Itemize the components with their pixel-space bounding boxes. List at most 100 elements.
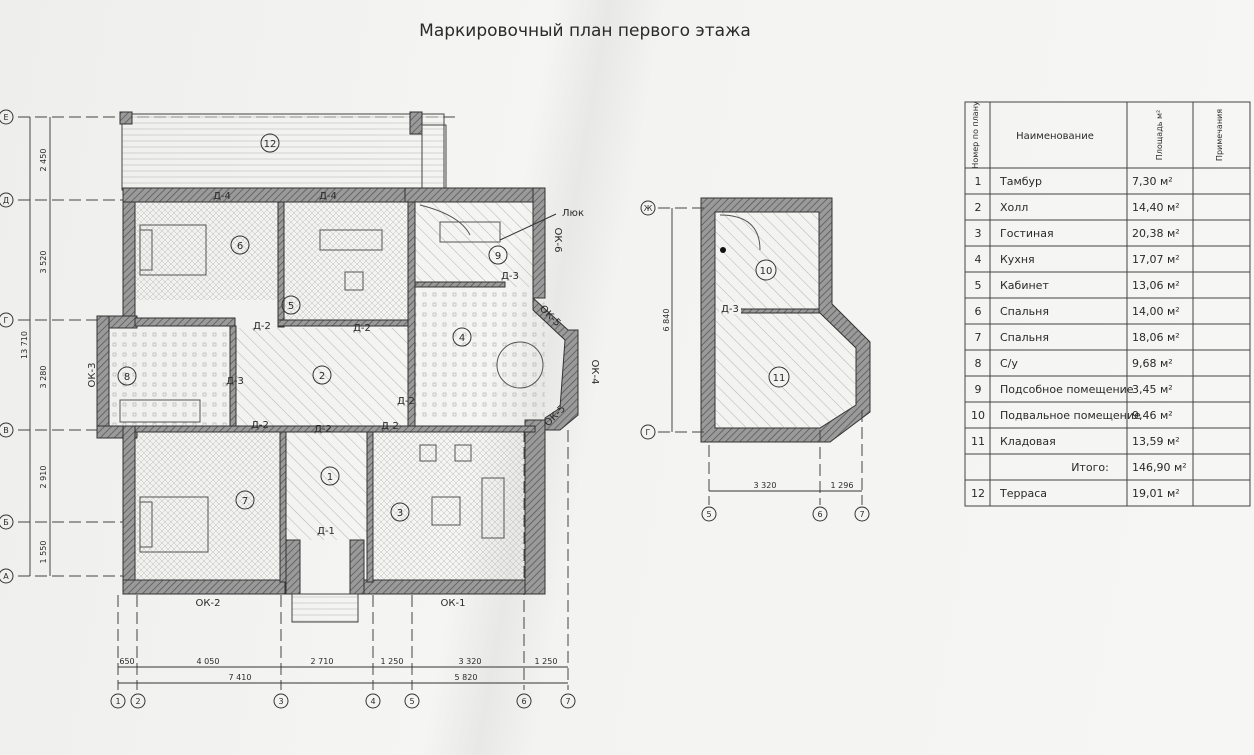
- svg-text:ОК-1: ОК-1: [441, 598, 466, 609]
- table-cell-number: 10: [971, 409, 985, 422]
- table-cell-number: 3: [975, 227, 982, 240]
- svg-text:3: 3: [278, 697, 283, 706]
- table-cell-name: Кабинет: [1000, 279, 1049, 292]
- table-cell-area: 14,40 м²: [1132, 201, 1180, 214]
- table-cell-number: 5: [975, 279, 982, 292]
- table-cell-number: 7: [975, 331, 982, 344]
- svg-text:6: 6: [817, 510, 822, 519]
- svg-text:ОК-6: ОК-6: [552, 228, 563, 253]
- dim-text: 1 550: [39, 541, 48, 564]
- svg-text:Д-2: Д-2: [381, 421, 399, 432]
- svg-text:Д-2: Д-2: [314, 424, 332, 435]
- svg-text:1 250: 1 250: [535, 657, 558, 666]
- table-cell-name: Подвальное помещение: [1000, 409, 1141, 422]
- svg-text:Д-1: Д-1: [317, 526, 335, 537]
- svg-text:3 320: 3 320: [754, 481, 777, 490]
- room-number-3: 3: [397, 508, 403, 519]
- svg-text:В: В: [3, 426, 9, 435]
- table-cell-area: 13,59 м²: [1132, 435, 1180, 448]
- table-cell-name: Гостиная: [1000, 227, 1054, 240]
- header-number: Номер по плану: [971, 101, 980, 169]
- dim-text: 2 450: [39, 149, 48, 172]
- room-number-7: 7: [242, 496, 248, 507]
- table-cell-area: 9,46 м²: [1132, 409, 1173, 422]
- left-dimensions: 2 450 3 520 3 280 2 910 1 550 13 710: [20, 117, 51, 576]
- svg-text:1: 1: [115, 697, 120, 706]
- room-number-5: 5: [288, 301, 294, 312]
- row-axis-markers: Е Д Г В Б А: [0, 109, 14, 584]
- table-cell-name: Подсобное помещение: [1000, 383, 1134, 396]
- table-cell-name: Спальня: [1000, 331, 1049, 344]
- room-number-6: 6: [237, 241, 243, 252]
- table-cell-area: 13,06 м²: [1132, 279, 1180, 292]
- svg-text:6 840: 6 840: [662, 309, 671, 332]
- table-cell-area: 20,38 м²: [1132, 227, 1180, 240]
- room-number-8: 8: [124, 372, 130, 383]
- svg-text:3 320: 3 320: [459, 657, 482, 666]
- svg-text:7 410: 7 410: [229, 673, 252, 682]
- hatch-label: Люк: [562, 208, 584, 219]
- table-cell-name: Холл: [1000, 201, 1028, 214]
- svg-text:Д-3: Д-3: [226, 376, 244, 387]
- dim-text: 3 520: [39, 251, 48, 274]
- table-cell-name: Кладовая: [1000, 435, 1056, 448]
- walls: [96, 187, 579, 623]
- dim-total: 13 710: [20, 331, 29, 359]
- svg-text:ОК-4: ОК-4: [589, 360, 600, 385]
- svg-text:Б: Б: [3, 518, 9, 527]
- svg-text:5: 5: [706, 510, 711, 519]
- basement-plan: 6 840 3 320 1 296 Ж Г 5 6 7: [640, 197, 871, 522]
- table-cell-name: Тамбур: [999, 175, 1042, 188]
- svg-text:Д-2: Д-2: [251, 420, 269, 431]
- svg-text:Г: Г: [4, 316, 9, 325]
- table-cell-area: 19,01 м²: [1132, 487, 1180, 500]
- basement-door-label: Д-3: [721, 304, 739, 315]
- table-cell-name: Спальня: [1000, 305, 1049, 318]
- svg-text:Д: Д: [3, 196, 9, 205]
- header-notes: Примечания: [1215, 109, 1224, 161]
- table-cell-name: Терраса: [999, 487, 1047, 500]
- svg-text:2: 2: [135, 697, 140, 706]
- table-cell-area: 17,07 м²: [1132, 253, 1180, 266]
- table-cell-name: Кухня: [1000, 253, 1035, 266]
- header-name: Наименование: [1016, 131, 1094, 142]
- room-number-markers: 1 2 3 4 5 6 7 8 9 10 11 12: [117, 133, 790, 522]
- svg-text:Е: Е: [3, 113, 8, 122]
- room-floors: [112, 202, 545, 580]
- table-cell-number: 9: [975, 383, 982, 396]
- svg-text:Ж: Ж: [644, 204, 653, 213]
- table-cell-area: 146,90 м²: [1132, 461, 1187, 474]
- table-cell-number: 1: [975, 175, 982, 188]
- room-number-12: 12: [264, 139, 277, 150]
- table-cell-area: 14,00 м²: [1132, 305, 1180, 318]
- svg-text:1 250: 1 250: [381, 657, 404, 666]
- svg-text:4 050: 4 050: [197, 657, 220, 666]
- plan-title: Маркировочный план первого этажа: [419, 21, 751, 41]
- svg-text:4: 4: [370, 697, 375, 706]
- furniture: [119, 204, 544, 553]
- svg-text:5 820: 5 820: [455, 673, 478, 682]
- table-cell-number: 12: [971, 487, 985, 500]
- column-axis-markers: 1 2 3 4 5 6 7: [110, 693, 576, 709]
- table-cell-area: 18,06 м²: [1132, 331, 1180, 344]
- dim-text: 2 910: [39, 466, 48, 489]
- table-cell-total-label: Итого:: [1071, 461, 1109, 474]
- table-cell-number: 8: [975, 357, 982, 370]
- svg-text:Д-4: Д-4: [319, 191, 337, 202]
- svg-text:Г: Г: [646, 428, 651, 437]
- svg-text:2 710: 2 710: [311, 657, 334, 666]
- svg-text:1 296: 1 296: [831, 481, 854, 490]
- room-number-11: 11: [773, 373, 786, 384]
- table-cell-area: 3,45 м²: [1132, 383, 1173, 396]
- table-cell-area: 9,68 м²: [1132, 357, 1173, 370]
- table-cell-number: 2: [975, 201, 982, 214]
- svg-text:ОК-2: ОК-2: [196, 598, 221, 609]
- door-labels: Д-4 Д-4 Д-2 Д-2 Д-3 Д-2 Д-2 Д-2 Д-2 Д-1 …: [213, 191, 741, 537]
- dim-text: 3 280: [39, 366, 48, 389]
- svg-text:6: 6: [521, 697, 526, 706]
- svg-text:А: А: [3, 572, 9, 581]
- svg-text:5: 5: [409, 697, 414, 706]
- svg-text:Д-2: Д-2: [253, 321, 271, 332]
- table-cell-number: 4: [975, 253, 982, 266]
